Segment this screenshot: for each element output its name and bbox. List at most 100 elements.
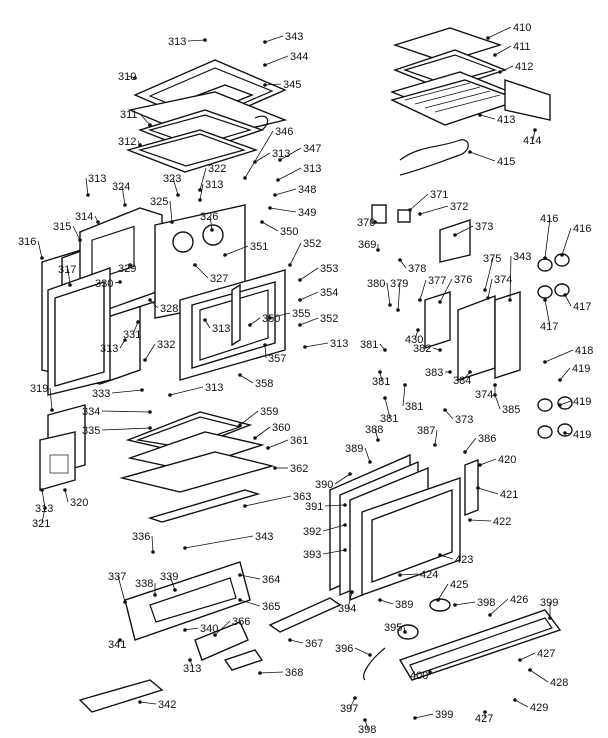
part-number-label: 421 xyxy=(500,489,518,501)
callout-329: 329 xyxy=(118,263,136,275)
leader-point xyxy=(548,616,552,620)
part-number-label: 385 xyxy=(502,404,520,416)
callout-317: 317 xyxy=(58,264,76,287)
callout-384: 384 xyxy=(453,370,472,387)
leader-point xyxy=(398,258,402,262)
leader-point xyxy=(368,653,372,657)
part-number-label: 398 xyxy=(358,724,376,736)
leader-point xyxy=(403,383,407,387)
callout-430: 430 xyxy=(405,328,423,346)
callout-357: 357 xyxy=(263,343,286,365)
callout-381: 381 xyxy=(380,396,398,425)
control-switch-panel xyxy=(424,291,521,381)
part-number-label: 348 xyxy=(298,184,316,196)
part-number-label: 329 xyxy=(118,263,136,275)
callout-342: 342 xyxy=(138,699,176,711)
callout-352: 352 xyxy=(288,238,321,267)
leader-point xyxy=(558,403,562,407)
callout-343: 343 xyxy=(263,31,303,44)
part-number-label: 392 xyxy=(303,526,321,538)
part-number-label: 313 xyxy=(330,338,348,350)
callout-424: 424 xyxy=(398,569,438,581)
leader-point xyxy=(433,443,437,447)
leader-line xyxy=(289,639,304,644)
leader-point xyxy=(170,220,174,224)
leader-point xyxy=(198,188,202,192)
leader-point xyxy=(278,158,282,162)
part-number-label: 375 xyxy=(483,253,501,265)
leader-point xyxy=(123,600,127,604)
callout-324: 324 xyxy=(112,181,130,207)
leader-line xyxy=(224,245,249,256)
part-number-label: 380 xyxy=(367,278,385,290)
leader-point xyxy=(403,630,407,634)
part-number-label: 372 xyxy=(450,201,468,213)
leader-point xyxy=(438,348,442,352)
callout-354: 354 xyxy=(298,287,338,302)
leader-point xyxy=(253,160,257,164)
leader-point xyxy=(518,658,522,662)
part-number-label: 350 xyxy=(280,226,298,238)
part-number-label: 337 xyxy=(108,571,126,583)
callout-341: 341 xyxy=(108,638,126,651)
part-number-label: 370 xyxy=(357,217,375,229)
leader-line xyxy=(101,427,151,431)
callout-311: 311 xyxy=(120,109,152,127)
leader-point xyxy=(210,228,214,232)
part-number-label: 315 xyxy=(53,221,71,233)
callout-338: 338 xyxy=(135,578,157,597)
part-number-label: 326 xyxy=(200,211,218,223)
leader-line xyxy=(364,447,371,463)
leader-line xyxy=(299,291,319,301)
leader-line xyxy=(409,193,429,211)
callout-313: 313 xyxy=(198,179,223,202)
part-number-label: 424 xyxy=(420,569,438,581)
part-number-label: 364 xyxy=(262,574,280,586)
callout-315: 315 xyxy=(53,221,82,242)
callout-418: 418 xyxy=(543,345,593,364)
part-number-label: 313 xyxy=(272,148,290,160)
callout-374: 374 xyxy=(475,383,497,401)
leader-line xyxy=(239,574,261,580)
leader-point xyxy=(198,198,202,202)
leader-point xyxy=(298,278,302,282)
leader-line xyxy=(72,225,81,241)
part-number-label: 399 xyxy=(540,597,558,609)
part-number-label: 313 xyxy=(35,503,53,515)
callout-312: 312 xyxy=(118,136,142,148)
callout-320: 320 xyxy=(63,488,88,509)
callout-420: 420 xyxy=(478,454,516,467)
part-number-label: 429 xyxy=(530,702,548,714)
callout-314: 314 xyxy=(75,211,100,224)
leader-point xyxy=(148,298,152,302)
callout-363: 363 xyxy=(243,491,311,508)
callout-392: 392 xyxy=(303,523,347,538)
part-number-label: 397 xyxy=(340,703,358,715)
callout-313: 313 xyxy=(253,148,290,164)
callout-360: 360 xyxy=(253,422,290,440)
callout-419: 419 xyxy=(563,429,591,441)
part-number-label: 381 xyxy=(360,339,378,351)
callout-345: 345 xyxy=(263,79,301,91)
leader-line xyxy=(299,317,319,326)
callout-313: 313 xyxy=(203,318,230,335)
leader-line xyxy=(514,699,529,708)
callout-397: 397 xyxy=(340,696,358,715)
leader-line xyxy=(184,627,199,631)
leader-line xyxy=(437,583,449,601)
leader-line xyxy=(67,268,71,286)
leader-point xyxy=(418,212,422,216)
leader-point xyxy=(273,193,277,197)
leader-point xyxy=(253,436,257,440)
leader-line xyxy=(169,575,176,591)
callout-373: 373 xyxy=(443,408,473,426)
callout-362: 362 xyxy=(273,463,308,475)
leader-line xyxy=(239,599,261,607)
leader-line xyxy=(249,317,261,326)
leader-line xyxy=(49,387,53,411)
callout-417: 417 xyxy=(563,293,591,313)
callout-374: 374 xyxy=(486,274,512,300)
part-number-label: 369 xyxy=(358,239,376,251)
leader-point xyxy=(68,283,72,287)
